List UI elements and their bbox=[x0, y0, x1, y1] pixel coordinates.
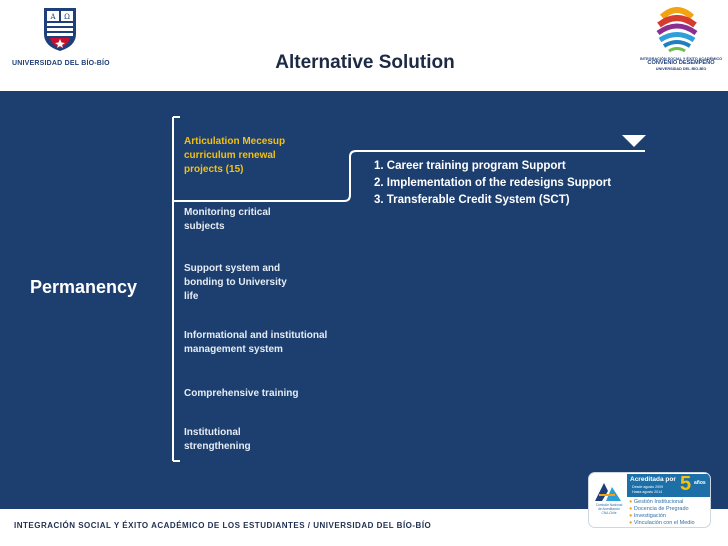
step-item: 2. Implementation of the redesigns Suppo… bbox=[374, 177, 612, 189]
svg-text:A: A bbox=[49, 13, 56, 21]
accreditation-date-to: Hasta agosto 2014 bbox=[632, 489, 663, 494]
university-name: UNIVERSIDAD DEL BÍO-BÍO bbox=[12, 60, 110, 67]
cna-logo-icon bbox=[595, 483, 621, 501]
accreditation-years-number: 5 bbox=[680, 473, 692, 495]
university-logo: A Ω UNIVERSIDAD DEL BÍO-BÍO bbox=[12, 6, 110, 72]
accreditation-area: ● Docencia de Pregrado bbox=[629, 505, 689, 512]
accreditation-areas: ● Gestión Institucional ● Docencia de Pr… bbox=[629, 499, 695, 527]
list-item: Articulation Mecesup curriculum renewal … bbox=[184, 136, 286, 175]
university-shield-icon: A Ω bbox=[44, 8, 76, 51]
step-item: 1. Career training program Support bbox=[374, 160, 566, 172]
accreditation-area: ● Vinculación con el Medio bbox=[629, 519, 695, 526]
globe-logo-icon bbox=[656, 7, 698, 53]
convenio-line-1: INTEGRACIÓN SOCIAL Y ÉXITO ACADÉMICO bbox=[640, 57, 723, 61]
step-list: 1. Career training program Support 2. Im… bbox=[374, 158, 611, 209]
list-item: Informational and institutional manageme… bbox=[184, 330, 328, 355]
list-item: Support system and bonding to University… bbox=[184, 263, 287, 302]
down-triangle-icon bbox=[622, 135, 646, 147]
accreditation-heading: Acreditada por bbox=[630, 476, 676, 483]
accreditation-badge: Comisión Nacional de Acreditación CNA-Ch… bbox=[588, 472, 711, 528]
accreditation-area: ● Gestión Institucional bbox=[629, 499, 684, 505]
accreditation-area: ● Investigación bbox=[629, 512, 666, 519]
convenio-logo: INTEGRACIÓN SOCIAL Y ÉXITO ACADÉMICO CON… bbox=[640, 5, 722, 87]
cna-line-3: CNA-Chile bbox=[601, 511, 617, 515]
step-connector bbox=[173, 150, 645, 202]
list-item: Institutional strengthening bbox=[184, 427, 251, 452]
connector-lines bbox=[172, 116, 646, 462]
list-item: Monitoring critical subjects bbox=[184, 207, 271, 232]
cna-line-1: Comisión Nacional bbox=[595, 503, 623, 507]
accreditation-years-word: años bbox=[694, 480, 706, 486]
svg-text:Ω: Ω bbox=[64, 13, 70, 21]
slide-header: A Ω UNIVERSIDAD DEL BÍO-BÍO Alternative … bbox=[0, 0, 728, 80]
content-panel: Permanency Articulation Mecesup curricul… bbox=[0, 91, 728, 509]
cna-text: Comisión Nacional de Acreditación CNA-Ch… bbox=[591, 503, 627, 515]
footer-text: INTEGRACIÓN SOCIAL Y ÉXITO ACADÉMICO DE … bbox=[14, 521, 432, 530]
cna-line-2: de Acreditación bbox=[598, 507, 620, 511]
list-item: Comprehensive training bbox=[184, 388, 299, 399]
accreditation-dates: Desde agosto 2009 Hasta agosto 2014 bbox=[632, 485, 663, 494]
convenio-line-2: CONVENIO DESEMPEÑO bbox=[647, 59, 715, 66]
convenio-line-3: UNIVERSIDAD DEL BÍO-BÍO bbox=[655, 66, 707, 71]
category-label: Permanency bbox=[30, 277, 138, 297]
page-title: Alternative Solution bbox=[275, 52, 455, 73]
accreditation-date-from: Desde agosto 2009 bbox=[632, 485, 664, 489]
step-item: 3. Transferable Credit System (SCT) bbox=[374, 194, 570, 206]
accreditation-header: Acreditada por Desde agosto 2009 Hasta a… bbox=[627, 473, 710, 497]
